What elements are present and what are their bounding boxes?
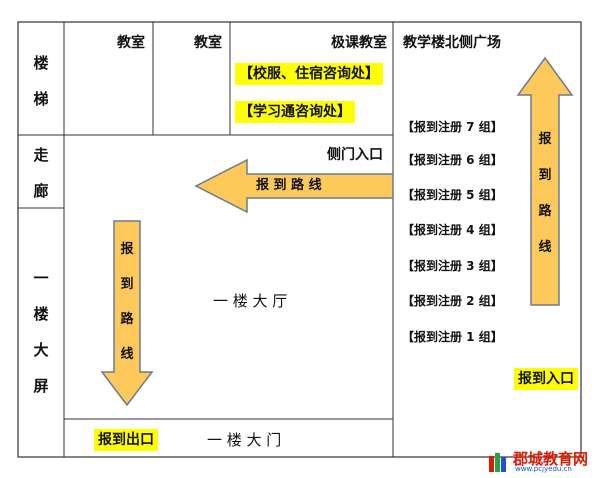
route-arrow-up xyxy=(516,56,574,306)
route-char: 线 xyxy=(120,347,134,362)
classroom-1-label: 教室 xyxy=(117,35,145,51)
route-arrow-left xyxy=(194,158,394,214)
route-char: 到 xyxy=(120,277,134,292)
route-label-up: 报 到 路 线 xyxy=(535,122,555,266)
screen-char: 一 xyxy=(33,269,49,287)
uniform-desk-label: 【校服、住宿咨询处】 xyxy=(235,63,383,85)
corridor-label: 走 廊 xyxy=(31,137,51,209)
corridor-char: 走 xyxy=(33,146,49,164)
route-arrow-down xyxy=(100,220,154,407)
screen-label: 一 楼 大 屏 xyxy=(31,260,51,404)
route-label-down: 报 到 路 线 xyxy=(117,232,137,372)
screen-char: 楼 xyxy=(33,305,49,323)
register-group-5: 【报到注册 5 组】 xyxy=(402,188,503,202)
register-group-4: 【报到注册 4 组】 xyxy=(402,223,503,237)
route-char: 到 xyxy=(538,168,552,183)
screen-char: 大 xyxy=(33,341,49,359)
stairs-label: 楼 梯 xyxy=(31,45,51,117)
stairs-char: 楼 xyxy=(33,54,49,72)
register-group-1: 【报到注册 1 组】 xyxy=(402,330,503,344)
register-group-6: 【报到注册 6 组】 xyxy=(402,153,503,167)
route-label-horizontal: 报 到 路 线 xyxy=(256,178,322,193)
side-entrance-label: 侧门入口 xyxy=(327,147,383,163)
route-char: 路 xyxy=(538,204,552,219)
plaza-title: 教学楼北侧广场 xyxy=(403,35,501,51)
route-char: 路 xyxy=(120,312,134,327)
main-gate-label: 一 楼 大 门 xyxy=(207,431,282,449)
register-group-3: 【报到注册 3 组】 xyxy=(402,259,503,273)
watermark-url: www.pcjyedu.cn xyxy=(515,465,572,473)
exit-label: 报到出口 xyxy=(94,429,158,451)
classroom-3-label: 极课教室 xyxy=(331,35,387,51)
outer-border xyxy=(17,21,582,458)
register-group-2: 【报到注册 2 组】 xyxy=(402,294,503,308)
books-icon xyxy=(489,453,506,472)
register-group-7: 【报到注册 7 组】 xyxy=(402,120,503,134)
watermark-name: 郡城教育网 xyxy=(513,450,589,468)
entrance-label: 报到入口 xyxy=(514,368,578,390)
corridor-char: 廊 xyxy=(33,182,49,200)
route-char: 报 xyxy=(538,132,552,147)
stairs-char: 梯 xyxy=(33,90,49,108)
watermark-logo: 郡城教育网 www.pcjyedu.cn xyxy=(487,446,597,476)
route-char: 报 xyxy=(120,242,134,257)
route-char: 线 xyxy=(538,240,552,255)
xuexitong-desk-label: 【学习通咨询处】 xyxy=(235,101,355,123)
screen-char: 屏 xyxy=(33,377,49,395)
classroom-2-label: 教室 xyxy=(194,35,222,51)
lobby-label: 一 楼 大 厅 xyxy=(213,292,288,310)
